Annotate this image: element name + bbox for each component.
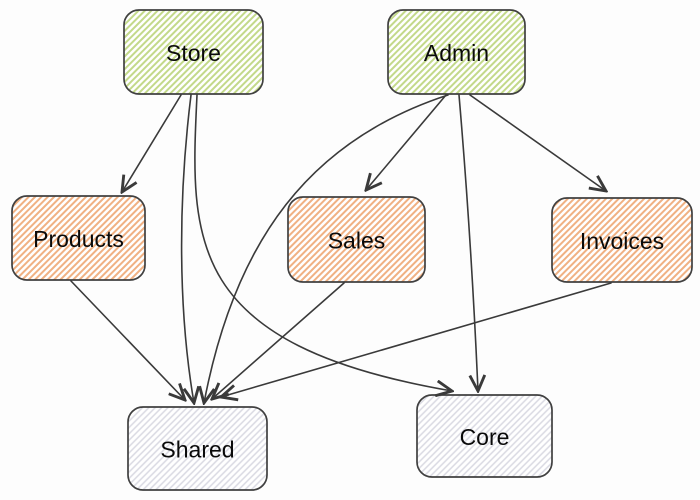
node-invoices-label: Invoices	[580, 228, 664, 254]
node-sales-label: Sales	[328, 228, 386, 254]
node-core-box[interactable]	[416, 394, 553, 478]
node-products-box[interactable]	[11, 195, 146, 281]
node-store[interactable]: Store	[123, 9, 264, 95]
node-invoices[interactable]: Invoices	[551, 197, 693, 283]
edge-admin-sales	[366, 94, 447, 190]
node-sales-box[interactable]	[287, 196, 426, 283]
edge-admin-invoices	[469, 94, 606, 191]
edge-store-core	[194, 94, 452, 391]
node-admin-box[interactable]	[387, 9, 526, 95]
edge-invoices-shared	[221, 282, 612, 397]
node-admin[interactable]: Admin	[387, 9, 526, 95]
node-store-box[interactable]	[123, 9, 264, 95]
edge-store-shared	[180, 94, 194, 403]
node-products-label: Products	[33, 226, 124, 252]
node-shared-label: Shared	[160, 437, 234, 463]
node-core-label: Core	[460, 424, 510, 450]
node-shared-box[interactable]	[127, 406, 268, 491]
node-admin-label: Admin	[424, 40, 489, 66]
node-products[interactable]: Products	[11, 195, 146, 281]
node-core[interactable]: Core	[416, 394, 553, 478]
node-store-label: Store	[166, 40, 221, 66]
edge-products-shared	[70, 280, 185, 400]
node-invoices-box[interactable]	[551, 197, 693, 283]
edge-admin-shared	[204, 94, 449, 403]
node-shared[interactable]: Shared	[127, 406, 268, 491]
edge-sales-shared	[212, 282, 345, 399]
edge-admin-core	[458, 94, 478, 391]
node-sales[interactable]: Sales	[287, 196, 426, 283]
edge-store-products	[122, 94, 182, 192]
